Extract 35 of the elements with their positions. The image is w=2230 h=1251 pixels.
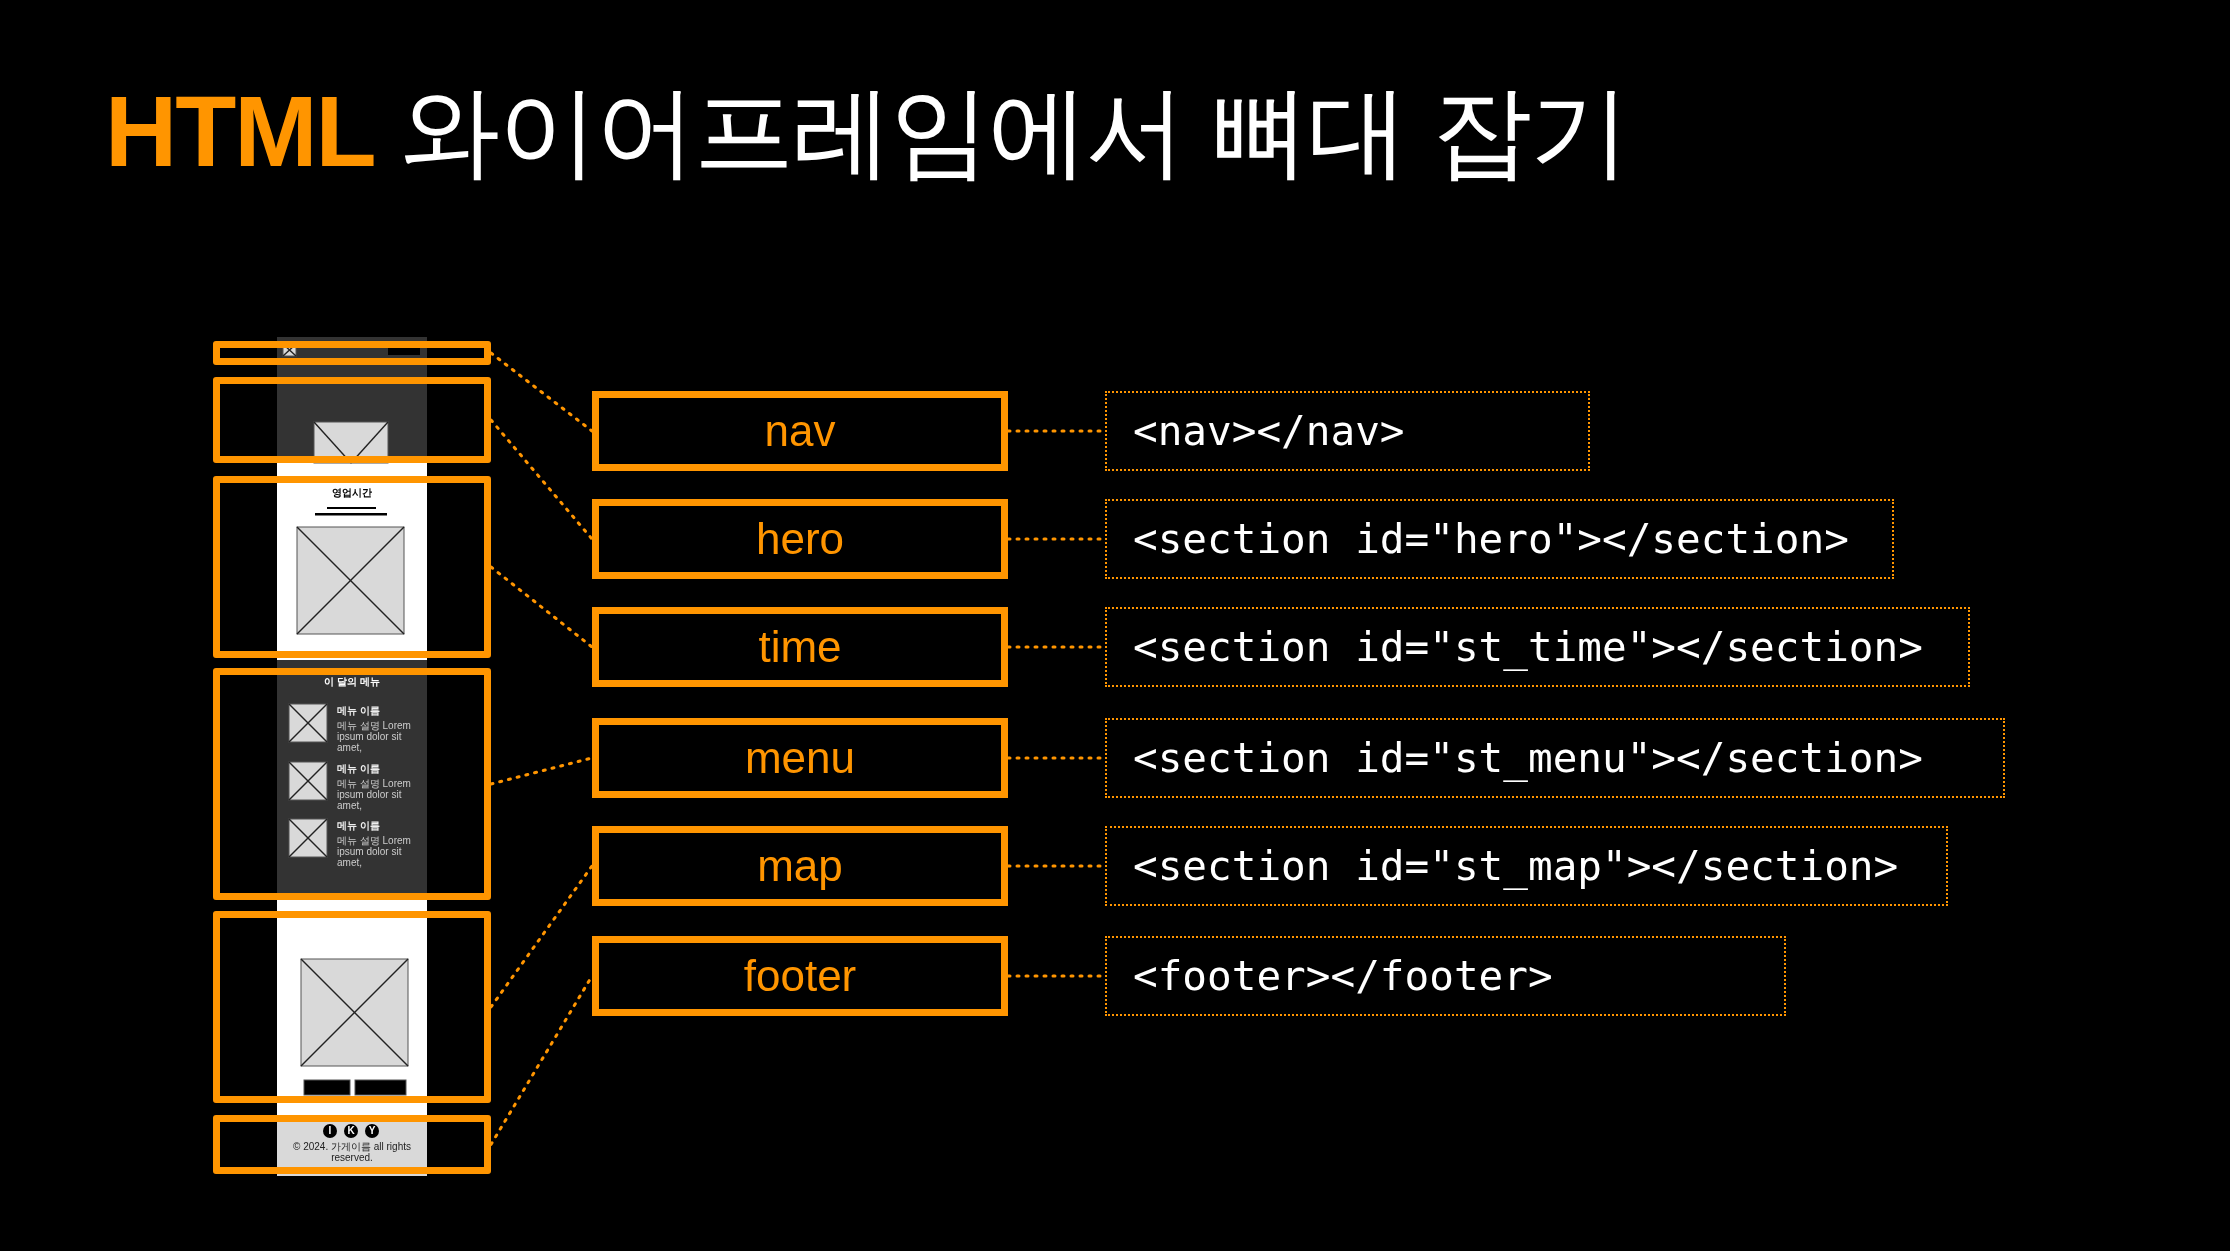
leader-line: [489, 864, 594, 1009]
section-name-box: footer: [592, 936, 1008, 1016]
section-outline: [213, 377, 491, 463]
heading: 이 달의 메뉴: [324, 676, 380, 687]
code-box: <section id="st_time"></section>: [1105, 607, 1970, 687]
menu-name: 메뉴 이름: [337, 705, 380, 716]
code-box: <section id="st_menu"></section>: [1105, 718, 2005, 798]
section-name-box: hero: [592, 499, 1008, 579]
menu-description: 메뉴 설명 Lorem ipsum dolor sit amet,: [337, 835, 412, 868]
section-name-box: time: [592, 607, 1008, 687]
section-name-box: map: [592, 826, 1008, 906]
section-outline: [213, 668, 491, 900]
section-name-box: nav: [592, 391, 1008, 471]
leader-line: [489, 418, 594, 541]
slide-title: HTML 와이어프레임에서 뼈대 잡기: [105, 74, 1629, 189]
code-box: <footer></footer>: [1105, 936, 1786, 1016]
code-box: <nav></nav>: [1105, 391, 1590, 471]
menu-name: 메뉴 이름: [337, 763, 380, 774]
menu-description: 메뉴 설명 Lorem ipsum dolor sit amet,: [337, 720, 412, 753]
menu-name: 메뉴 이름: [337, 820, 380, 831]
section-name-box: menu: [592, 718, 1008, 798]
leader-line: [489, 565, 594, 649]
icon-letter: I: [328, 1125, 332, 1136]
section-outline: [213, 476, 491, 658]
icon-letter: K: [347, 1125, 355, 1136]
leader-line: [489, 351, 594, 433]
section-outline: [213, 341, 491, 365]
menu-description: 메뉴 설명 Lorem ipsum dolor sit amet,: [337, 778, 412, 811]
code-box: <section id="st_map"></section>: [1105, 826, 1948, 906]
section-outline: [213, 1115, 491, 1174]
copyright-text: © 2024. 가게이름 all rights reserved.: [292, 1141, 412, 1163]
section-outline: [213, 911, 491, 1103]
code-box: <section id="hero"></section>: [1105, 499, 1894, 579]
heading: 영업시간: [332, 487, 372, 498]
icon-letter: Y: [368, 1125, 376, 1136]
